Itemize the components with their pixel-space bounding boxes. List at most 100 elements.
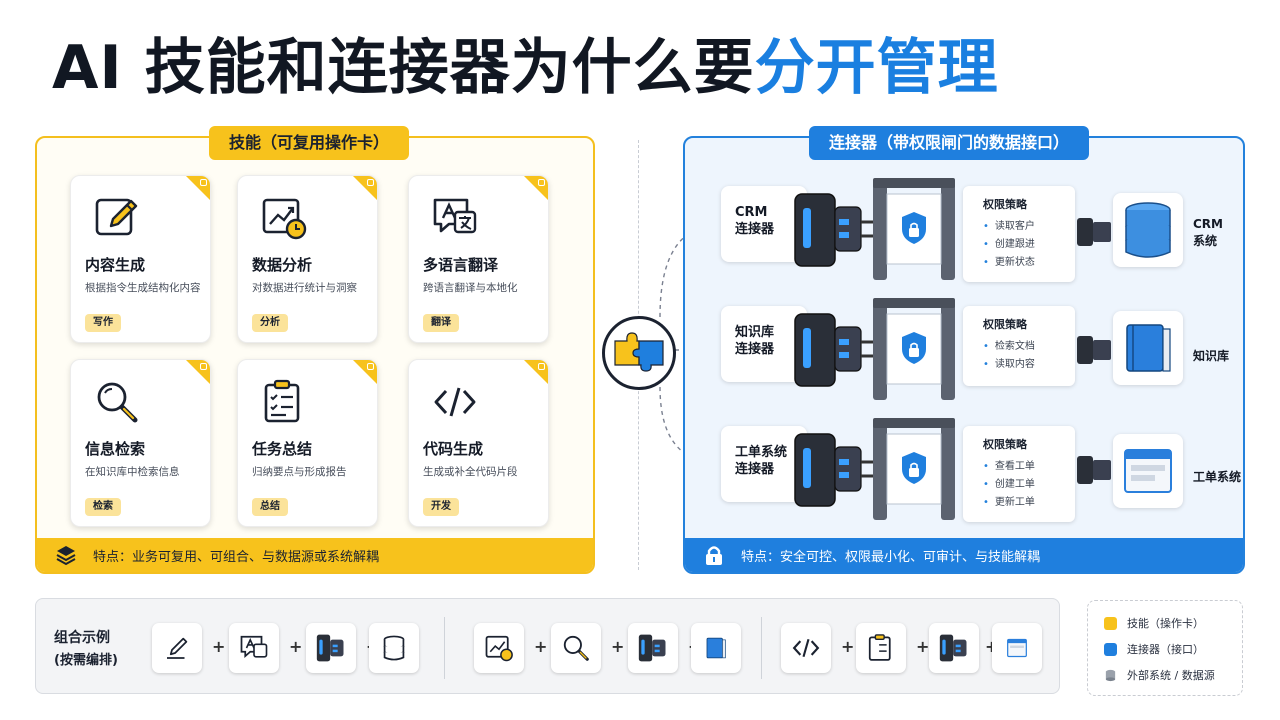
database-icon xyxy=(1105,669,1116,681)
policy-title: 权限策略 xyxy=(983,318,1027,331)
plus-sign: + xyxy=(212,637,226,656)
connector-plug-gate-kb[interactable] xyxy=(785,294,985,404)
skill-desc: 根据指令生成结构化内容 xyxy=(85,282,201,294)
policy-title: 权限策略 xyxy=(983,198,1027,211)
system-label-line: 知识库 xyxy=(1193,349,1230,363)
legend-item-system: 外部系统 / 数据源 xyxy=(1104,667,1215,683)
skill-card-code-generation[interactable]: 代码生成 生成或补全代码片段 开发 xyxy=(408,359,549,527)
policy-item: 创建跟进 xyxy=(983,236,1075,254)
corner-dot xyxy=(200,363,207,370)
skill-desc: 在知识库中检索信息 xyxy=(85,466,180,478)
skills-feature-text: 特点：业务可复用、可组合、与数据源或系统解耦 xyxy=(93,549,380,565)
combo-item[interactable] xyxy=(856,623,906,673)
skill-desc: 跨语言翻译与本地化 xyxy=(423,282,518,294)
puzzle-icon xyxy=(614,332,664,372)
system-box-ticket xyxy=(1113,434,1183,508)
skill-name: 多语言翻译 xyxy=(423,256,499,274)
connectors-feature-bar: 特点：安全可控、权限最小化、可审计、与技能解耦 xyxy=(685,538,1243,572)
chart-clock-icon xyxy=(485,635,513,662)
policy-item: 检索文档 xyxy=(983,338,1075,356)
connector-plug-icon xyxy=(939,634,967,662)
plug-connector-icon xyxy=(1077,456,1111,484)
legend-label: 连接器（接口） xyxy=(1127,643,1204,656)
skill-card-retrieval[interactable]: 信息检索 在知识库中检索信息 检索 xyxy=(70,359,211,527)
policy-card-ticket: 权限策略 查看工单 创建工单 更新工单 xyxy=(963,426,1075,522)
plus-sign: + xyxy=(611,637,625,656)
connectors-panel: 连接器（带权限闸门的数据接口） CRM 连接器 权限策略 读取客户 创建跟进 xyxy=(683,126,1245,574)
legend-label: 外部系统 / 数据源 xyxy=(1127,669,1215,682)
combo-item[interactable] xyxy=(152,623,202,673)
page-title: AI 技能和连接器为什么要分开管理 xyxy=(52,28,999,108)
system-label-line: 系统 xyxy=(1193,234,1218,248)
pencil-edit-icon xyxy=(95,198,138,236)
skill-tag: 检索 xyxy=(85,498,121,516)
window-icon xyxy=(1007,638,1027,658)
skill-card-content-generation[interactable]: 内容生成 根据指令生成结构化内容 写作 xyxy=(70,175,211,343)
translate-icon xyxy=(433,198,477,234)
policy-card-kb: 权限策略 检索文档 读取内容 xyxy=(963,306,1075,386)
combo-item[interactable] xyxy=(992,623,1042,673)
policy-item: 读取客户 xyxy=(983,218,1075,236)
skill-name: 任务总结 xyxy=(252,440,313,458)
skill-card-summary[interactable]: 任务总结 归纳要点与形成报告 总结 xyxy=(237,359,378,527)
skill-desc: 归纳要点与形成报告 xyxy=(252,466,347,478)
combo-item[interactable] xyxy=(929,623,979,673)
combo-item[interactable] xyxy=(551,623,601,673)
title-main: AI 技能和连接器为什么要 xyxy=(52,33,755,103)
connector-plug-gate-ticket[interactable] xyxy=(785,414,985,524)
connector-label-kb: 知识库 连接器 xyxy=(721,306,807,382)
skill-desc: 对数据进行统计与洞察 xyxy=(252,282,357,294)
skill-tag: 开发 xyxy=(423,498,459,516)
combo-item[interactable] xyxy=(306,623,356,673)
plus-sign: + xyxy=(534,637,548,656)
corner-dot xyxy=(367,179,374,186)
system-box-kb xyxy=(1113,311,1183,385)
connector-plug-gate-crm[interactable] xyxy=(785,174,985,284)
skill-card-data-analysis[interactable]: 数据分析 对数据进行统计与洞察 分析 xyxy=(237,175,378,343)
chart-clock-icon xyxy=(262,198,307,240)
plus-sign: + xyxy=(916,637,930,656)
group-separator xyxy=(761,617,762,679)
connectors-header: 连接器（带权限闸门的数据接口） xyxy=(809,126,1090,160)
system-label-line: 工单系统 xyxy=(1193,470,1242,484)
skill-name: 信息检索 xyxy=(85,440,146,458)
skill-tag: 分析 xyxy=(252,314,288,332)
combo-item[interactable] xyxy=(474,623,524,673)
combo-item[interactable] xyxy=(369,623,419,673)
combo-item[interactable] xyxy=(229,623,279,673)
corner-dot xyxy=(200,179,207,186)
hub-circle xyxy=(602,316,676,390)
skill-tag: 翻译 xyxy=(423,314,459,332)
combo-item[interactable] xyxy=(628,623,678,673)
plug-connector-icon xyxy=(1077,336,1111,364)
connector-label-line: CRM xyxy=(735,205,768,220)
plug-connector-icon xyxy=(1077,218,1111,246)
connector-label-crm: CRM 连接器 xyxy=(721,186,807,262)
combo-subtitle: (按需编排) xyxy=(54,653,118,668)
skills-feature-bar: 特点：业务可复用、可组合、与数据源或系统解耦 xyxy=(37,538,593,572)
skill-tag: 写作 xyxy=(85,314,121,332)
plus-sign: + xyxy=(841,637,855,656)
layers-icon xyxy=(56,546,76,566)
connector-plug-icon xyxy=(316,634,344,662)
combo-item[interactable] xyxy=(691,623,741,673)
system-label-ticket: 工单系统 xyxy=(1193,469,1241,486)
combo-item[interactable] xyxy=(781,623,831,673)
connector-label-line: 工单系统 xyxy=(735,445,788,460)
skill-name: 代码生成 xyxy=(423,440,484,458)
skills-header: 技能（可复用操作卡） xyxy=(209,126,410,160)
database-icon xyxy=(383,635,405,661)
system-label-crm: CRM 系统 xyxy=(1193,216,1223,250)
corner-dot xyxy=(367,363,374,370)
skill-desc: 生成或补全代码片段 xyxy=(423,466,518,478)
legend-swatch xyxy=(1104,616,1117,630)
combo-examples: 组合示例 (按需编排) + + + + + + xyxy=(35,598,1060,694)
policy-item: 更新工单 xyxy=(983,494,1075,512)
book-icon xyxy=(1126,324,1171,372)
system-label-kb: 知识库 xyxy=(1193,348,1229,365)
clipboard-checklist-icon xyxy=(264,379,300,423)
skill-card-translation[interactable]: 多语言翻译 跨语言翻译与本地化 翻译 xyxy=(408,175,549,343)
legend-label: 技能（操作卡） xyxy=(1127,617,1204,630)
connector-label-line: 知识库 xyxy=(735,325,775,340)
policy-card-crm: 权限策略 读取客户 创建跟进 更新状态 xyxy=(963,186,1075,282)
